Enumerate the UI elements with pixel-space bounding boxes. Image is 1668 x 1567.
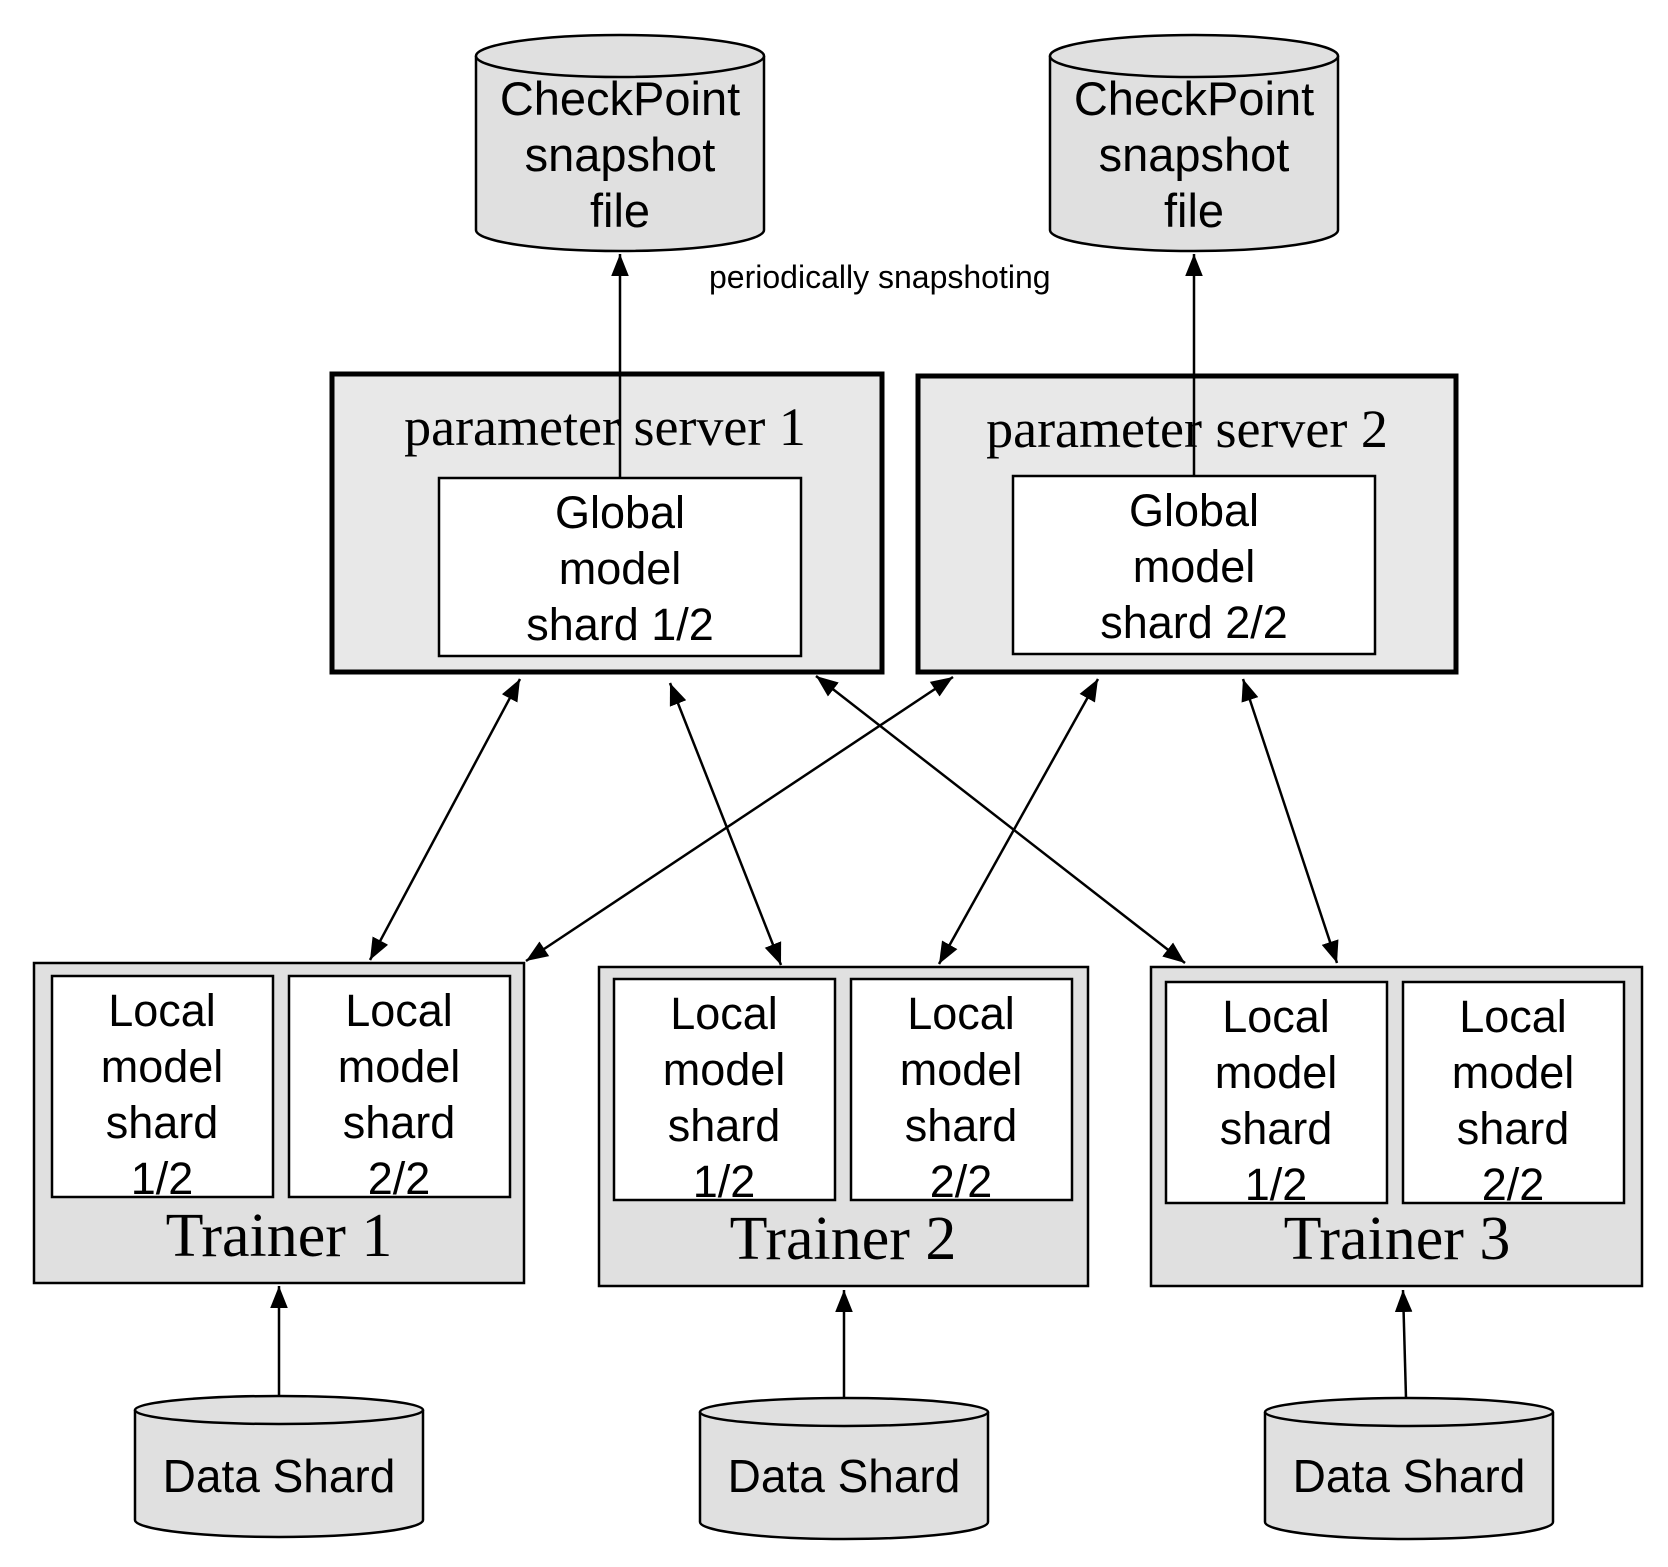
data-shard-3: Data Shard (1263, 1396, 1555, 1541)
trainer-1-local-shard-1 (50, 974, 275, 1199)
data-arrow-3 (1394, 1289, 1413, 1399)
link-ps2-trainer3 (1241, 678, 1339, 964)
checkpoint-1-line-2: snapshot (525, 128, 716, 181)
checkpoint-2-line-1: CheckPoint (1074, 72, 1314, 125)
trainer-2-title: Trainer 2 (730, 1205, 957, 1273)
trainer-1: Trainer 1 (32, 961, 526, 1285)
checkpoint-2-line-2: snapshot (1099, 128, 1290, 181)
link-ps1-trainer1 (368, 678, 522, 961)
checkpoint-2-line-3: file (1164, 184, 1224, 237)
link-ps1-trainer3 (815, 675, 1186, 964)
checkpoint-1-line-3: file (590, 184, 650, 237)
global-shard-1-line-3: shard 1/2 (526, 599, 714, 650)
trainer-3-shard-2-line-2: model (1452, 1047, 1575, 1098)
global-shard-1-line-2: model (559, 543, 682, 594)
data-shard-3-label: Data Shard (1293, 1450, 1526, 1502)
link-ps2-trainer1 (525, 675, 954, 963)
trainer-2-shard-2-line-4: 2/2 (930, 1156, 993, 1207)
trainer-1-shard-2-line-4: 2/2 (368, 1153, 431, 1204)
trainer-2-shard-1-line-1: Local (670, 988, 778, 1039)
local-shard-labels: Localmodelshard1/2Localmodelshard2/2Loca… (101, 985, 1575, 1210)
trainer-2: Trainer 2 (597, 965, 1090, 1288)
trainer-2-local-shard-1 (612, 977, 837, 1202)
link-ps2-trainer2 (937, 678, 1100, 965)
snapshot-label: periodically snapshoting (709, 259, 1051, 295)
parameter-server-1: parameter server 1 Global model shard 1/… (329, 371, 885, 675)
trainer-1-shard-2-line-1: Local (345, 985, 453, 1036)
trainer-2-shard-2-line-3: shard (905, 1100, 1018, 1151)
trainer-2-shard-2-line-1: Local (907, 988, 1015, 1039)
global-shard-2-line-2: model (1133, 541, 1256, 592)
parameter-server-2: parameter server 2 Global model shard 2/… (915, 373, 1459, 675)
trainer-3-shard-1-line-3: shard (1220, 1103, 1333, 1154)
trainer-1-shard-2-line-2: model (338, 1041, 461, 1092)
global-model-shard-2 (1011, 474, 1377, 656)
global-shard-1-line-1: Global (555, 487, 685, 538)
trainer-2-shard-1-line-4: 1/2 (693, 1156, 756, 1207)
trainer-3-shard-2-line-1: Local (1459, 991, 1567, 1042)
data-shard-1-label: Data Shard (163, 1450, 396, 1502)
trainer-1-local-shard-2 (287, 974, 512, 1199)
trainer-1-shard-1-line-3: shard (106, 1097, 219, 1148)
global-model-shard-1 (437, 476, 803, 658)
trainer-3-shard-2-line-4: 2/2 (1482, 1159, 1545, 1210)
data-shard-2: Data Shard (698, 1396, 990, 1541)
data-shard-1: Data Shard (133, 1394, 425, 1539)
link-ps1-trainer2 (668, 682, 783, 966)
trainer-2-local-shard-2 (849, 977, 1074, 1202)
trainer-3-shard-1-line-2: model (1215, 1047, 1338, 1098)
global-shard-2-line-3: shard 2/2 (1100, 597, 1288, 648)
trainer-1-title: Trainer 1 (166, 1202, 393, 1270)
checkpoint-file-2: CheckPoint snapshot file (1048, 33, 1340, 253)
trainer-2-shard-1-line-2: model (663, 1044, 786, 1095)
trainer-3-title: Trainer 3 (1284, 1205, 1511, 1273)
trainer-3: Trainer 3 (1149, 965, 1644, 1288)
parameter-server-1-title: parameter server 1 (404, 397, 806, 457)
trainer-1-shard-1-line-4: 1/2 (131, 1153, 194, 1204)
data-shard-2-label: Data Shard (728, 1450, 961, 1502)
trainer-1-shard-2-line-3: shard (343, 1097, 456, 1148)
trainer-1-shard-1-line-2: model (101, 1041, 224, 1092)
trainer-3-local-shard-2 (1401, 980, 1626, 1205)
trainer-1-shard-1-line-1: Local (108, 985, 216, 1036)
parameter-server-2-title: parameter server 2 (986, 399, 1388, 459)
trainer-3-shard-1-line-1: Local (1222, 991, 1330, 1042)
trainer-3-shard-1-line-4: 1/2 (1245, 1159, 1308, 1210)
trainer-3-local-shard-1 (1164, 980, 1389, 1205)
trainer-2-shard-2-line-2: model (900, 1044, 1023, 1095)
global-shard-2-line-1: Global (1129, 485, 1259, 536)
checkpoint-file-1: CheckPoint snapshot file (474, 33, 766, 253)
trainer-3-shard-2-line-3: shard (1457, 1103, 1570, 1154)
checkpoint-1-line-1: CheckPoint (500, 72, 740, 125)
trainer-2-shard-1-line-3: shard (668, 1100, 781, 1151)
